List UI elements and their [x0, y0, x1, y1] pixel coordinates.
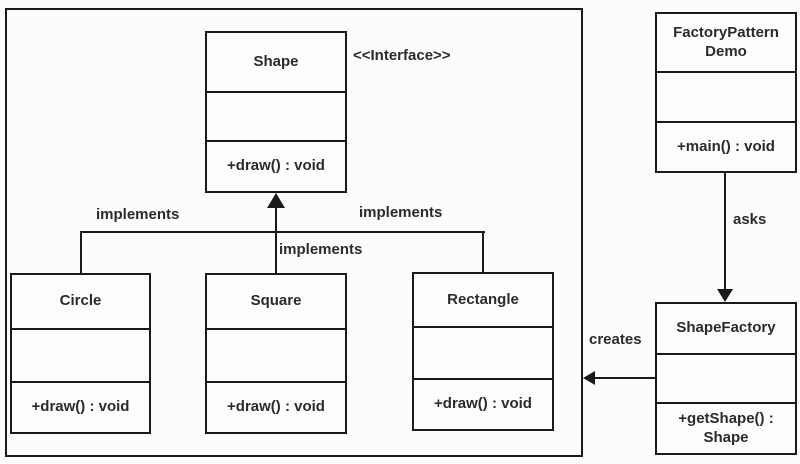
class-shape-factory: ShapeFactory +getShape() : Shape: [655, 302, 797, 455]
creates-line: [593, 377, 655, 379]
class-rectangle-name: Rectangle: [414, 274, 552, 328]
class-factory-pattern-demo-name: FactoryPattern Demo: [657, 14, 795, 73]
class-shape-attributes: [207, 93, 345, 142]
class-circle: Circle +draw() : void: [10, 273, 151, 434]
shapes-package-frame: [5, 8, 583, 457]
class-shape-factory-methods: +getShape() : Shape: [678, 409, 774, 446]
class-factory-pattern-demo: FactoryPattern Demo +main() : void: [655, 12, 797, 173]
class-rectangle: Rectangle +draw() : void: [412, 272, 554, 431]
class-factory-pattern-demo-methods: +main() : void: [677, 137, 775, 155]
class-rectangle-attributes: [414, 328, 552, 380]
implements-bus-line: [81, 231, 485, 233]
class-shape: Shape +draw() : void: [205, 31, 347, 193]
class-circle-methods: +draw() : void: [31, 398, 130, 416]
class-square: Square +draw() : void: [205, 273, 347, 434]
implements-line-rectangle: [482, 231, 484, 272]
class-shape-factory-attributes: [657, 355, 795, 404]
asks-arrowhead-icon: [717, 289, 733, 302]
implements-label-middle: implements: [279, 241, 363, 258]
class-factory-pattern-demo-attributes: [657, 73, 795, 123]
class-square-attributes: [207, 330, 345, 383]
class-circle-name: Circle: [12, 275, 149, 330]
implements-label-left: implements: [96, 206, 180, 223]
class-shape-factory-name: ShapeFactory: [657, 304, 795, 355]
class-square-name: Square: [207, 275, 345, 330]
implements-arrowhead-icon: [267, 193, 285, 208]
interface-stereotype-label: <<Interface>>: [353, 47, 451, 64]
class-shape-name: Shape: [207, 33, 345, 93]
creates-arrowhead-icon: [583, 371, 595, 385]
implements-label-right: implements: [359, 204, 443, 221]
class-square-methods: +draw() : void: [227, 398, 325, 416]
implements-line-square: [275, 206, 277, 273]
class-shape-methods: +draw() : void: [227, 157, 325, 175]
asks-label: asks: [733, 211, 767, 228]
creates-label: creates: [589, 331, 642, 348]
class-circle-attributes: [12, 330, 149, 383]
class-rectangle-methods: +draw() : void: [434, 395, 532, 413]
asks-line: [724, 173, 726, 291]
implements-line-circle: [80, 231, 82, 273]
